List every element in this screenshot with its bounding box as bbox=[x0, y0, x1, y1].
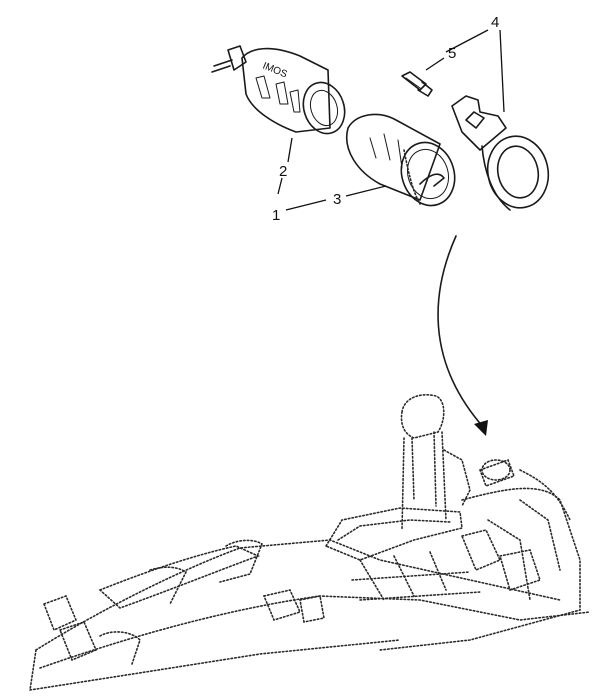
callout-numbers: 1 2 3 4 5 bbox=[272, 14, 499, 224]
callout-3: 3 bbox=[333, 191, 341, 208]
lighter-element bbox=[345, 113, 456, 207]
callout-2: 2 bbox=[279, 163, 287, 180]
center-console bbox=[29, 394, 591, 691]
housing-marking: IMOS bbox=[261, 61, 289, 81]
callout-4: 4 bbox=[491, 14, 499, 31]
callout-leaders bbox=[277, 29, 505, 211]
bezel-ring bbox=[451, 95, 550, 211]
callout-1: 1 bbox=[272, 207, 280, 224]
installation-arrow bbox=[437, 235, 488, 436]
illumination-bulb bbox=[401, 71, 433, 97]
socket-housing: IMOS bbox=[211, 45, 346, 135]
callout-5: 5 bbox=[448, 45, 456, 62]
